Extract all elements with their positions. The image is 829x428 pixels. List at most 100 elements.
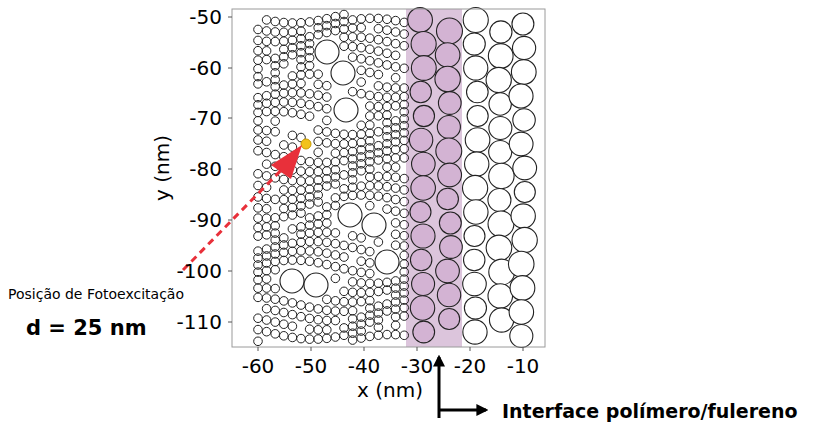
polymer-site [366,181,375,190]
polymer-site [314,167,323,176]
fullerene-circle [508,251,534,277]
polymer-site [348,42,357,51]
fullerene-circle [512,13,534,35]
polymer-site [288,108,297,117]
polymer-site [262,194,271,203]
fullerene-circle [462,175,487,200]
polymer-site [348,53,357,62]
polymer-site [348,16,357,25]
fullerene-circle [437,188,459,210]
fullerene-circle [338,203,362,227]
polymer-site [391,154,400,163]
polymer-site [262,16,271,25]
fullerene-circle [436,259,460,283]
polymer-site [305,247,314,256]
polymer-site [262,327,271,336]
polymer-site [366,318,375,327]
polymer-site [357,279,366,288]
polymer-site [357,78,366,87]
polymer-site [314,237,323,246]
polymer-site [323,219,332,228]
polymer-site [366,201,375,210]
polymer-site [374,102,383,111]
polymer-site [323,260,332,269]
polymer-site [262,266,271,275]
tick-label: -50 [295,355,328,377]
polymer-site [357,23,366,32]
fullerene-circle [465,128,490,153]
polymer-site [400,41,409,50]
fullerene-circle [304,273,328,297]
polymer-site [254,275,263,284]
polymer-site [297,312,306,321]
polymer-site [383,26,392,35]
polymer-site [357,234,366,243]
polymer-site [391,184,400,193]
fullerene-circle [488,188,511,211]
polymer-site [357,257,366,266]
polymer-site [400,242,409,251]
fullerene-circle [465,152,489,176]
polymer-site [297,247,306,256]
tick-label: -50 [189,6,222,28]
polymer-site [254,64,263,73]
polymer-site [262,214,271,223]
polymer-site [323,210,332,219]
polymer-site [280,81,289,90]
polymer-site [357,33,366,42]
fullerene-circle [464,225,485,246]
fullerene-circle [512,227,537,252]
polymer-site [340,25,349,34]
fullerene-circle [464,200,488,224]
fullerene-circle [411,31,436,56]
polymer-site [374,182,383,191]
polymer-site [391,163,400,172]
polymer-site [400,251,409,260]
polymer-site [305,157,314,166]
polymer-site [331,297,340,306]
fullerene-circle [411,176,436,201]
polymer-site [348,266,357,275]
polymer-site [305,18,314,27]
molecule-circles [254,7,538,347]
polymer-site [331,158,340,167]
polymer-site [288,299,297,308]
polymer-site [297,18,306,27]
polymer-site [400,197,409,206]
polymer-site [271,150,280,159]
polymer-site [280,18,289,27]
polymer-site [340,140,349,149]
polymer-site [366,14,375,23]
polymer-site [340,156,349,165]
polymer-site [400,220,409,229]
polymer-site [280,186,289,195]
polymer-site [383,15,392,24]
polymer-site [314,102,323,111]
fullerene-circle [436,18,462,44]
fullerene-circle [513,156,537,180]
polymer-site [391,84,400,93]
fullerene-circle [408,8,433,33]
polymer-site [305,177,314,186]
polymer-site [271,257,280,266]
polymer-site [297,79,306,88]
polymer-site [262,47,271,56]
axis-title: x (nm) [357,379,423,401]
polymer-site [271,98,280,107]
polymer-site [400,64,409,73]
fullerene-circle [512,36,535,59]
polymer-site [400,174,409,183]
polymer-site [314,80,323,89]
polymer-site [297,70,306,79]
fullerene-circle [413,105,434,126]
polymer-site [297,156,306,165]
fullerene-circle [331,61,355,85]
polymer-site [297,301,306,310]
polymer-site [305,200,314,209]
polymer-site [254,284,263,293]
polymer-site [297,230,306,239]
polymer-site [400,84,409,93]
polymer-site [348,288,357,297]
polymer-site [374,82,383,91]
polymer-site [288,239,297,248]
